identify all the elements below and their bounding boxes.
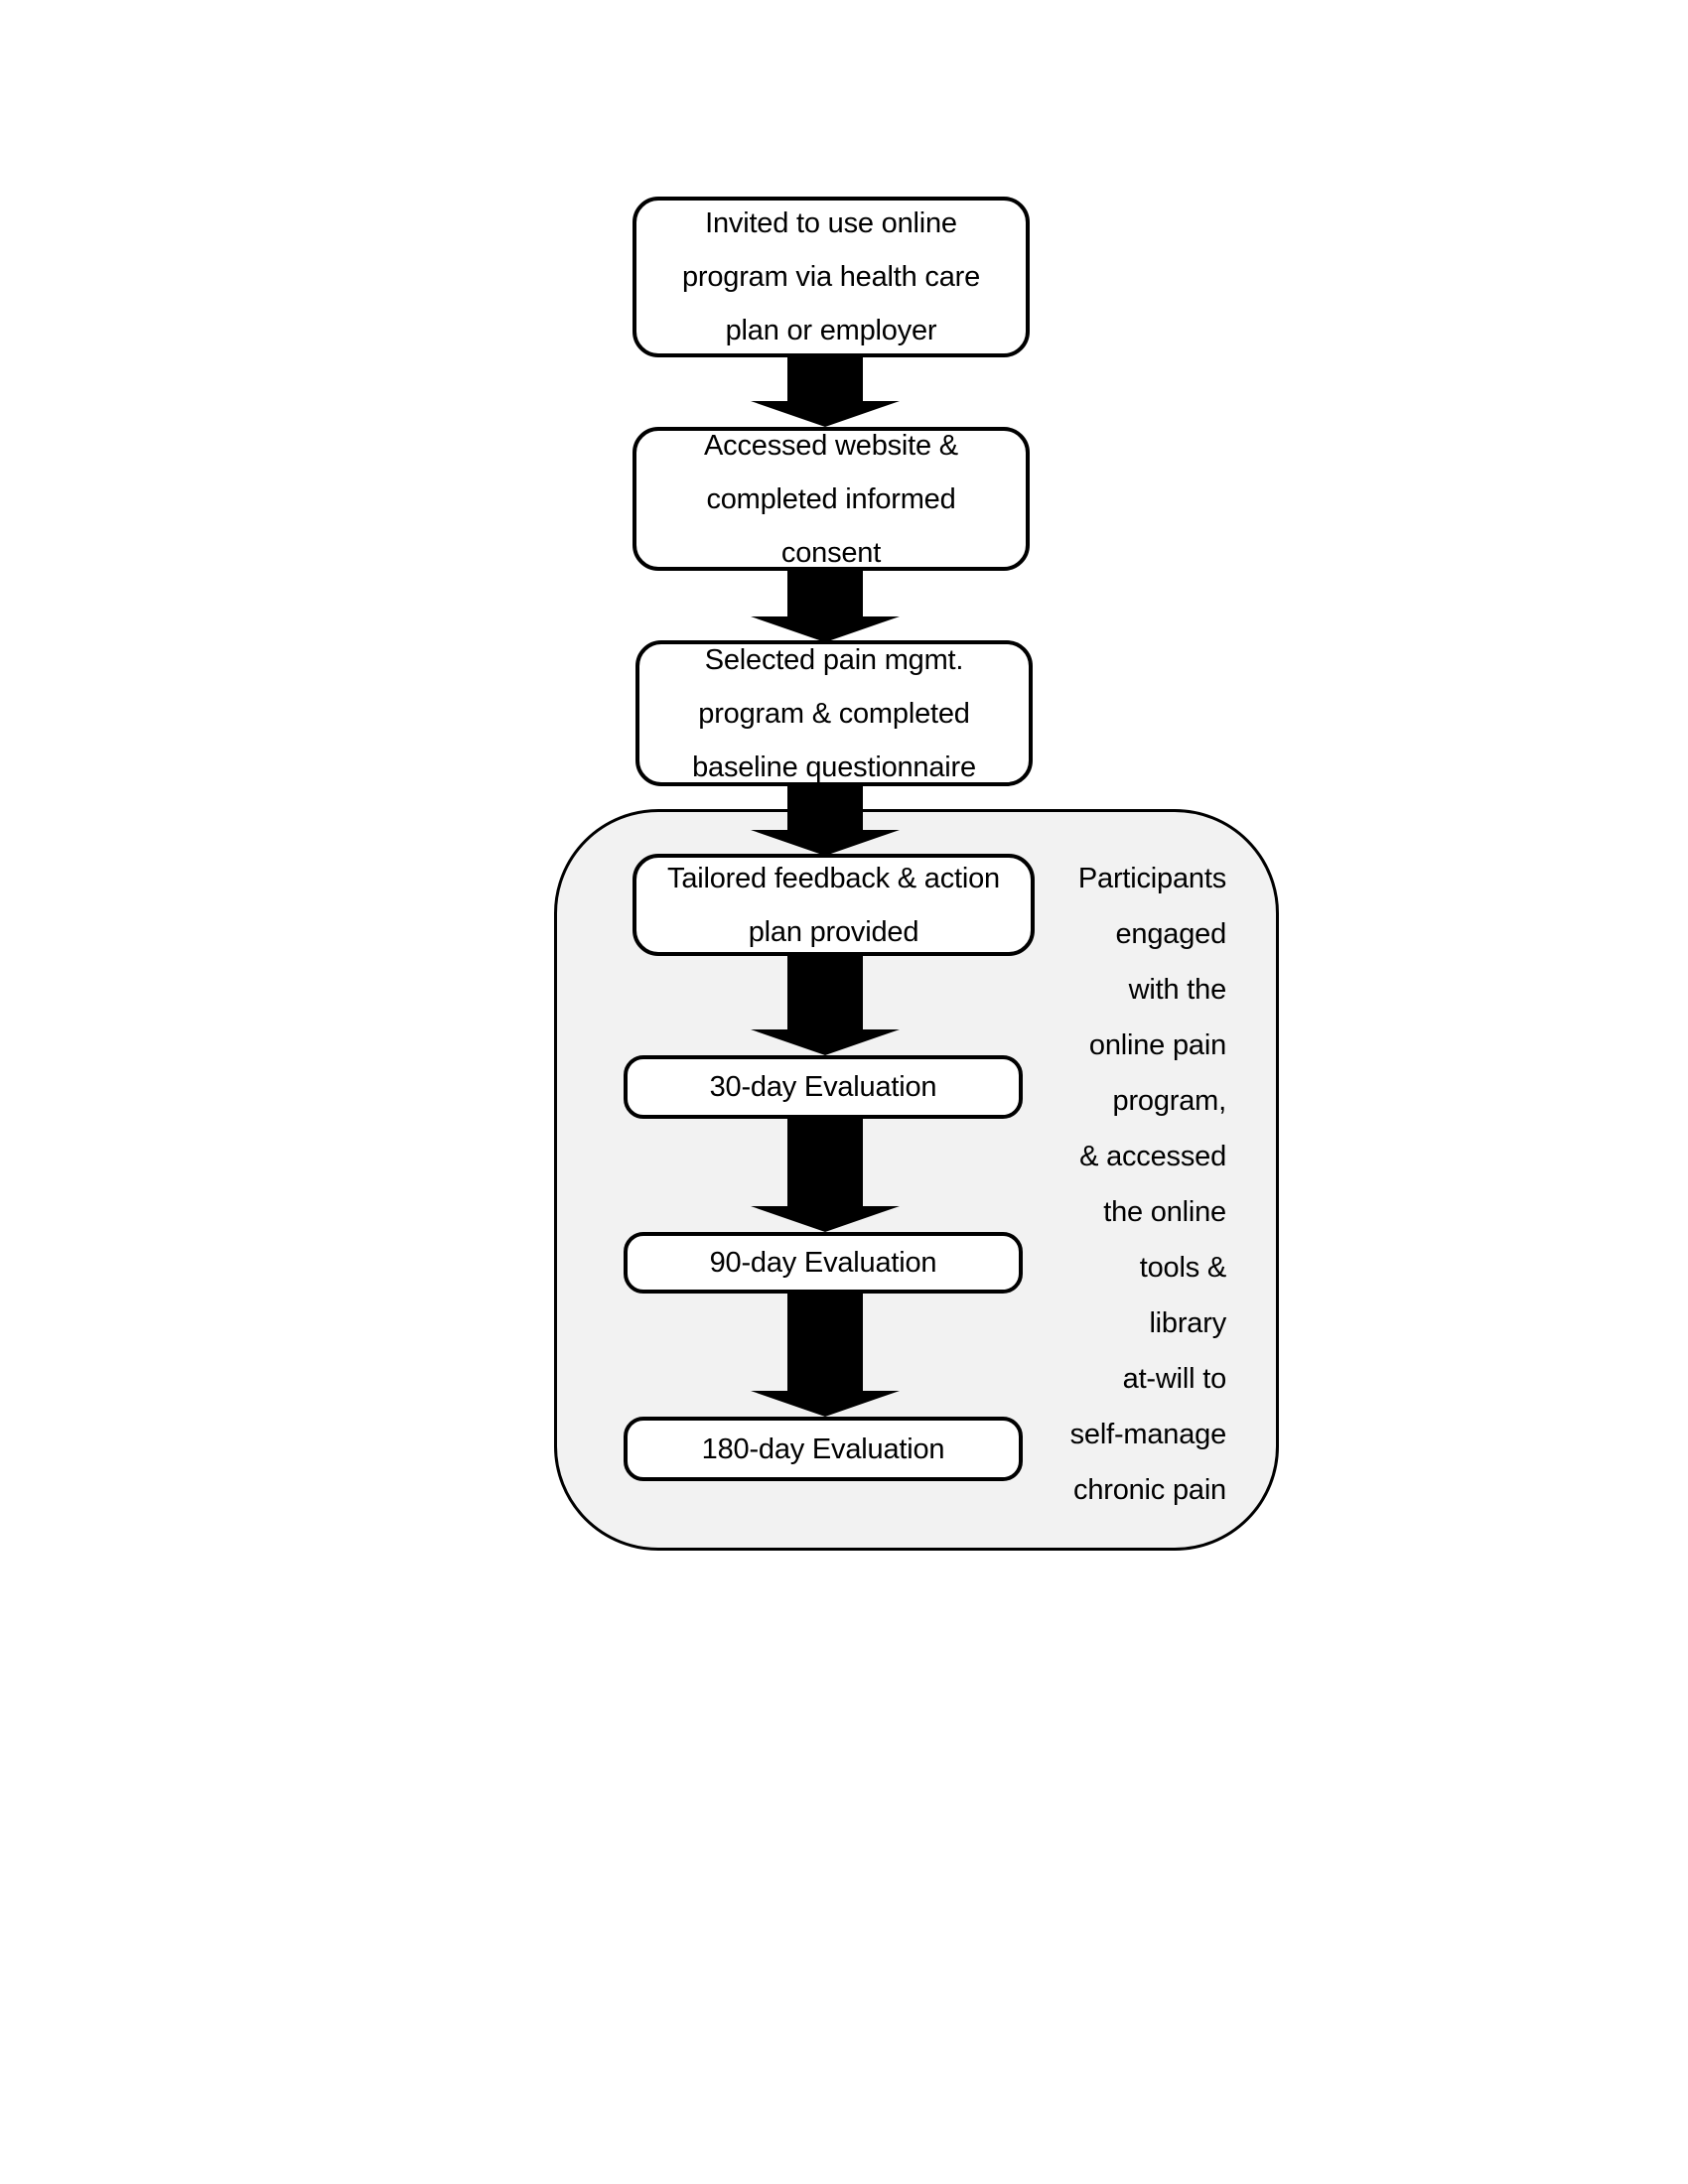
down-arrow-icon <box>751 1292 900 1417</box>
down-arrow-icon <box>751 1117 900 1232</box>
down-arrow-icon <box>751 954 900 1055</box>
flow-step-informed-consent: Accessed website & completed informed co… <box>633 427 1030 571</box>
flow-step-invited: Invited to use online program via health… <box>633 197 1030 357</box>
flow-step-tailored-feedback: Tailored feedback & action plan provided <box>633 854 1035 956</box>
flow-step-30-day-evaluation: 30-day Evaluation <box>624 1055 1023 1119</box>
flow-step-180-day-evaluation: 180-day Evaluation <box>624 1417 1023 1481</box>
engagement-note: Participants engaged with the online pai… <box>1069 863 1227 1506</box>
down-arrow-icon <box>751 569 900 642</box>
flow-step-90-day-evaluation: 90-day Evaluation <box>624 1232 1023 1294</box>
down-arrow-icon <box>751 784 900 856</box>
flow-step-baseline-questionnaire: Selected pain mgmt. program & completed … <box>635 640 1033 786</box>
down-arrow-icon <box>751 355 900 427</box>
